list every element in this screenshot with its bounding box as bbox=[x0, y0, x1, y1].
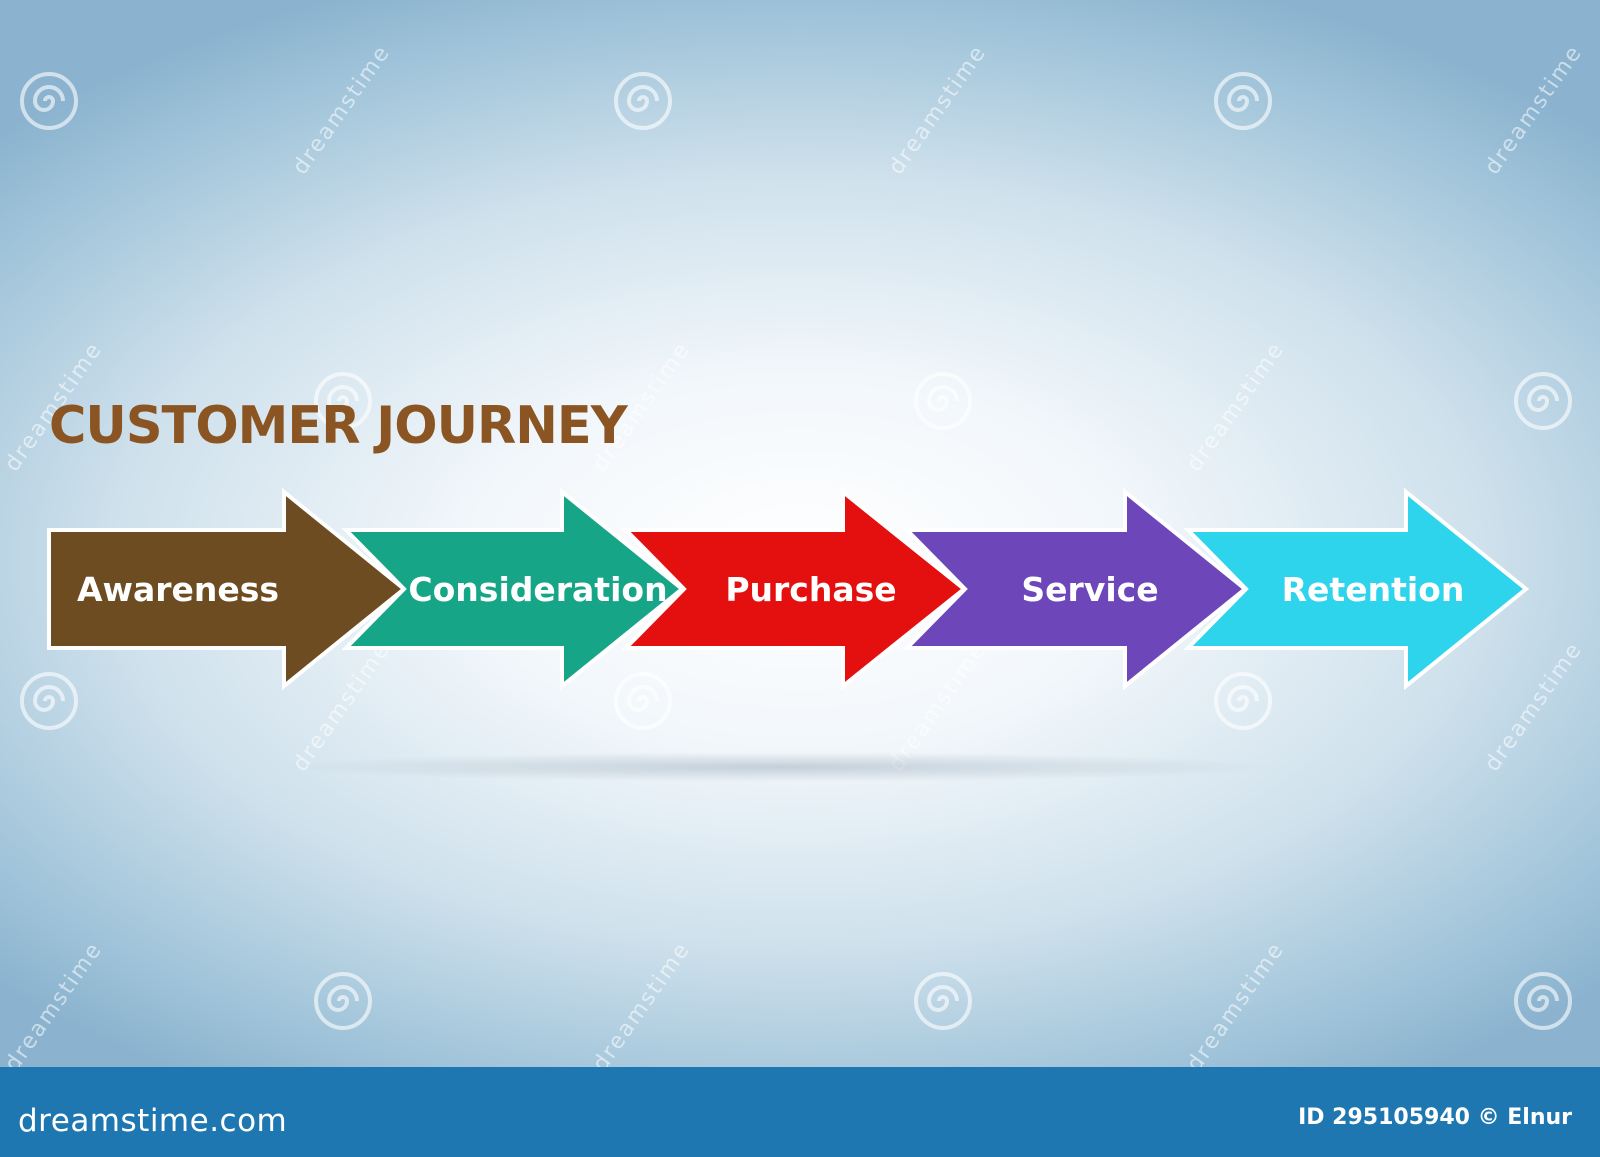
watermark-swirl-icon bbox=[312, 370, 374, 432]
stage-arrow-consideration: Consideration bbox=[341, 487, 686, 691]
diagram-title: CUSTOMER JOURNEY bbox=[49, 396, 628, 456]
stage-arrow-awareness: Awareness bbox=[47, 487, 408, 691]
stage-arrow-shape bbox=[47, 487, 408, 691]
stage-label: Consideration bbox=[408, 570, 667, 609]
stage-arrow-service: Service bbox=[902, 487, 1249, 691]
stage-label: Retention bbox=[1282, 570, 1465, 609]
footer-bar: dreamstime.com ID 295105940 © Elnur bbox=[0, 1067, 1600, 1157]
stage-arrow-retention: Retention bbox=[1183, 487, 1530, 691]
stage-arrow-shape bbox=[341, 487, 686, 691]
stage-label: Awareness bbox=[77, 570, 279, 609]
footer-credit: ID 295105940 © Elnur bbox=[1298, 1105, 1572, 1130]
stage-label: Purchase bbox=[725, 570, 896, 609]
watermark-swirl-icon bbox=[612, 70, 674, 132]
watermark-swirl-icon bbox=[18, 70, 80, 132]
stage-label: Service bbox=[1021, 570, 1158, 609]
watermark-swirl-icon bbox=[1212, 70, 1274, 132]
watermark-swirl-icon bbox=[1512, 970, 1574, 1032]
stage-arrow-shape bbox=[902, 487, 1249, 691]
watermark-swirl-icon bbox=[1512, 370, 1574, 432]
stage-arrow-purchase: Purchase bbox=[621, 487, 968, 691]
watermark-swirl-icon bbox=[612, 670, 674, 732]
arrow-shadow bbox=[280, 752, 1280, 782]
stage-arrow-shape bbox=[1183, 487, 1530, 691]
watermark-swirl-icon bbox=[912, 370, 974, 432]
watermark-swirl-icon bbox=[912, 970, 974, 1032]
watermark-swirl-icon bbox=[18, 670, 80, 732]
watermark-swirl-icon bbox=[1212, 670, 1274, 732]
watermark-swirl-icon bbox=[312, 970, 374, 1032]
footer-brand-logo[interactable]: dreamstime.com bbox=[18, 1103, 288, 1139]
stage-arrow-shape bbox=[621, 487, 968, 691]
